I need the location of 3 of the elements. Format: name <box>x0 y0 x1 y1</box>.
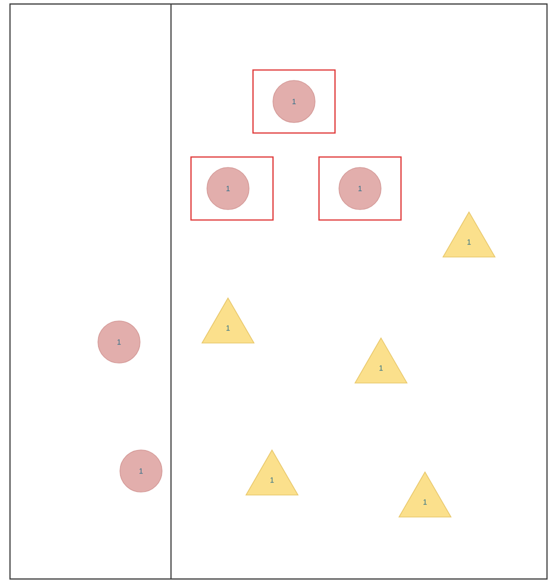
frame-box <box>318 156 402 221</box>
frame-box <box>190 156 274 221</box>
frame-box <box>252 69 336 134</box>
